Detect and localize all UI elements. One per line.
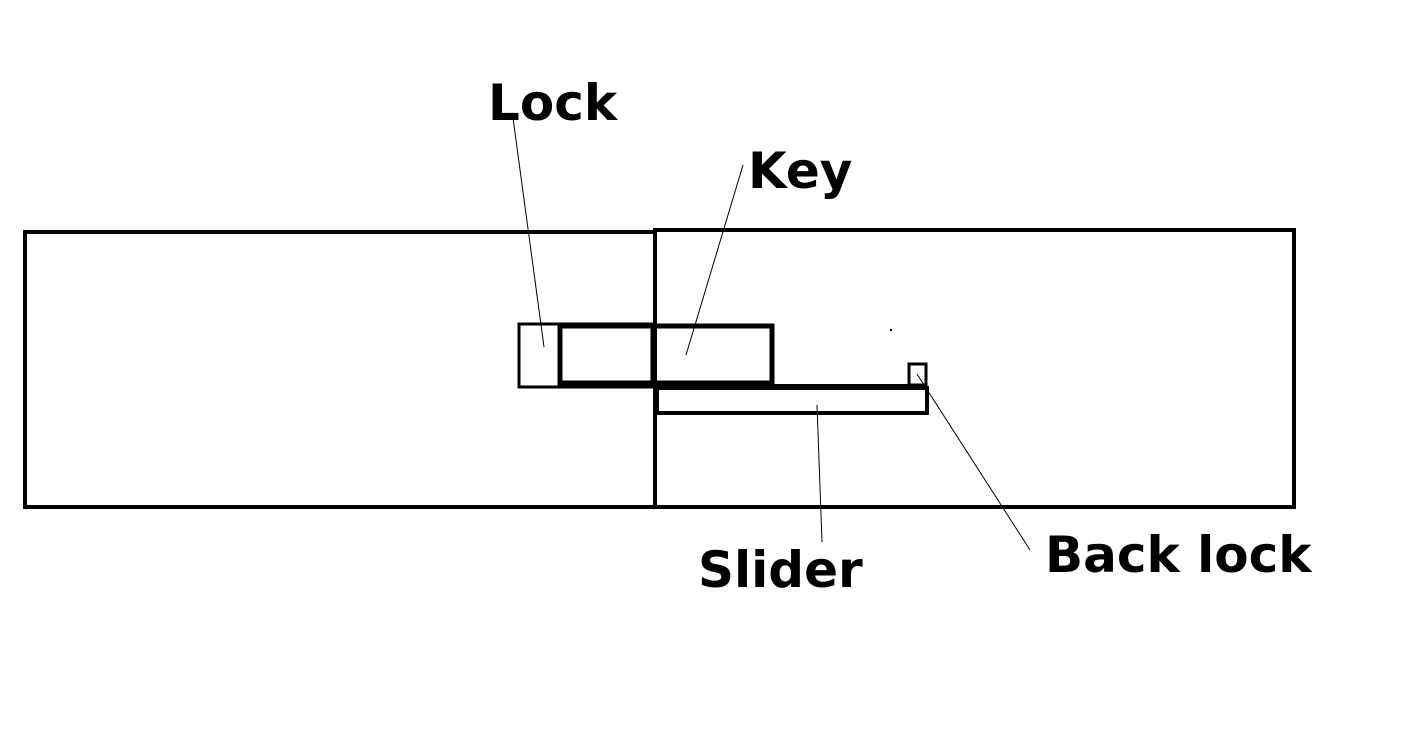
key-leader-line: [685, 164, 744, 356]
slider-label: Slider: [698, 541, 863, 599]
lock-label: Lock: [488, 74, 619, 132]
lock-housing: [517, 322, 654, 389]
right-body: [653, 228, 1296, 509]
key: [557, 323, 775, 386]
slider-leader-line: [816, 404, 823, 543]
lock-leader-line: [512, 117, 545, 348]
back-lock: [907, 362, 928, 387]
key-label: Key: [748, 142, 852, 200]
back-lock-leader-line: [916, 373, 1031, 551]
back-lock-label: Back lock: [1045, 526, 1313, 584]
slider: [655, 386, 929, 415]
stray-dot: [890, 329, 892, 331]
